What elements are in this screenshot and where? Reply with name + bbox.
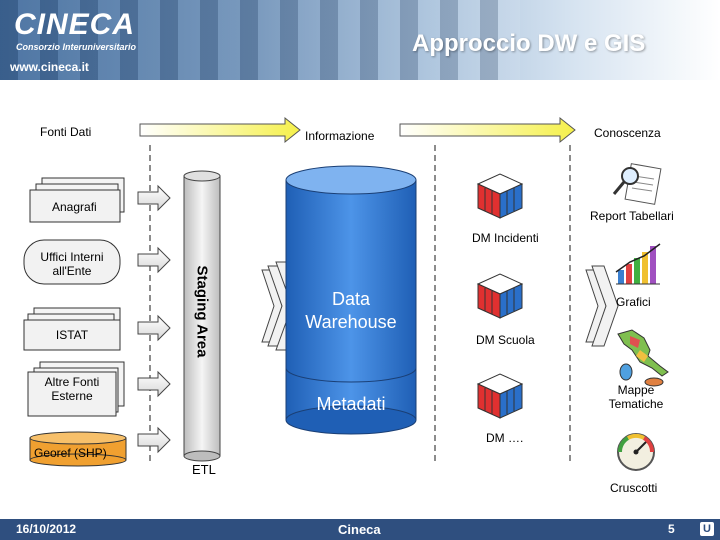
label-istat: ISTAT bbox=[55, 328, 89, 342]
label-dm-other: DM …. bbox=[486, 431, 524, 445]
gauge-icon bbox=[617, 433, 655, 471]
label-altre-line2: Esterne bbox=[51, 389, 93, 403]
input-arrows bbox=[137, 184, 171, 454]
logo-subtitle: Consorzio Interuniversitario bbox=[16, 42, 137, 52]
footer-date: 16/10/2012 bbox=[16, 522, 77, 536]
label-dm-scuola: DM Scuola bbox=[476, 333, 535, 347]
top-arrow-left bbox=[139, 116, 301, 144]
label-data-warehouse: Data Warehouse bbox=[286, 288, 416, 334]
diagram-canvas bbox=[23, 116, 669, 471]
label-altre-line1: Altre Fonti bbox=[44, 375, 100, 389]
footer-bar bbox=[0, 519, 720, 540]
label-anagrafi: Anagrafi bbox=[52, 200, 97, 214]
label-dm-incidenti: DM Incidenti bbox=[472, 231, 539, 245]
site-url[interactable]: www.cineca.it bbox=[10, 60, 89, 74]
slide-title: Approccio DW e GIS bbox=[412, 30, 646, 57]
cube-scuola bbox=[476, 273, 524, 319]
footer-org: Cineca bbox=[338, 522, 381, 537]
label-conoscenza: Conoscenza bbox=[594, 126, 661, 140]
label-georef: Georef (SHP) bbox=[34, 446, 107, 460]
header-photo bbox=[0, 0, 520, 80]
label-uffici-line2: all'Ente bbox=[52, 264, 92, 278]
uffici-box bbox=[23, 239, 121, 285]
italy-map-icon bbox=[617, 329, 669, 387]
label-uffici-line1: Uffici Interni bbox=[40, 250, 104, 264]
label-informazione: Informazione bbox=[305, 129, 375, 143]
istat-stack bbox=[23, 307, 121, 351]
label-etl: ETL bbox=[192, 462, 216, 477]
header-banner bbox=[0, 0, 720, 80]
label-cruscotti: Cruscotti bbox=[610, 481, 658, 495]
label-dw-line2: Warehouse bbox=[305, 312, 397, 332]
label-metadati: Metadati bbox=[316, 394, 386, 414]
top-arrow-right bbox=[399, 116, 576, 144]
label-uffici: Uffici Interni all'Ente bbox=[24, 250, 120, 278]
output-arrows bbox=[585, 265, 619, 347]
label-mappe-line1: Mappe bbox=[617, 383, 655, 397]
label-altre-fonti: Altre Fonti Esterne bbox=[28, 375, 116, 403]
georef-cylinder bbox=[29, 431, 127, 467]
staging-area-cylinder bbox=[183, 170, 221, 462]
label-grafici: Grafici bbox=[616, 295, 651, 309]
altre-fonti-stack bbox=[27, 361, 125, 417]
label-mappe-tematiche: Mappe Tematiche bbox=[596, 383, 676, 411]
cube-dm-other bbox=[476, 373, 524, 419]
grafici-icon bbox=[615, 243, 661, 285]
report-icon bbox=[612, 163, 662, 205]
cineca-logo: CINECA bbox=[14, 8, 136, 41]
data-warehouse-cylinder bbox=[285, 165, 417, 435]
label-report-tabellari: Report Tabellari bbox=[590, 209, 674, 223]
label-dw-line1: Data bbox=[331, 289, 371, 309]
cube-incidenti bbox=[476, 173, 524, 219]
label-staging-area: Staging Area bbox=[193, 265, 211, 358]
page-number: 5 bbox=[668, 522, 675, 536]
anagrafi-stack bbox=[29, 177, 125, 223]
university-logo-icon: U bbox=[700, 522, 714, 536]
label-fonti-dati: Fonti Dati bbox=[40, 125, 92, 139]
label-mappe-line2: Tematiche bbox=[608, 397, 664, 411]
